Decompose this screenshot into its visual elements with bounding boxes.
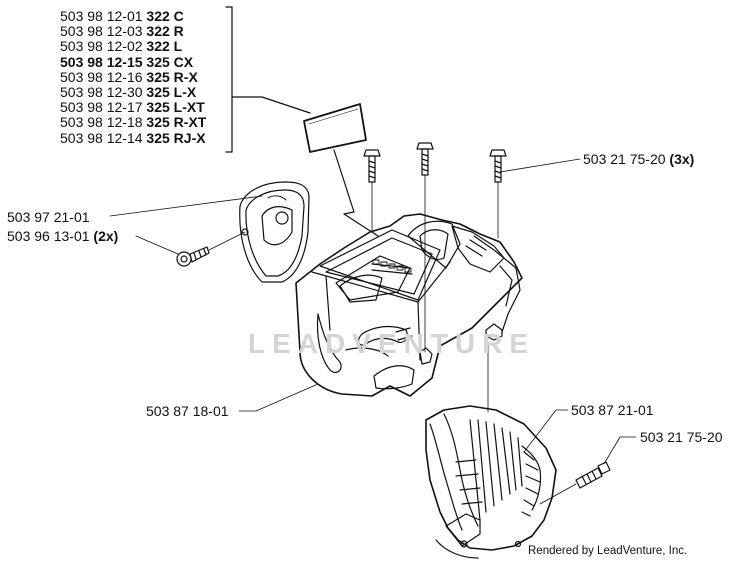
kit-model: 325 R-X [146, 68, 198, 85]
kit-part-number: 503 98 12-14 [60, 129, 143, 146]
callout-quantity: (2x) [93, 228, 119, 244]
cylinder-cover [425, 405, 557, 559]
callout-screw-side: 503 21 75-20 [640, 430, 723, 445]
decal-label [303, 103, 367, 153]
kit-part-number: 503 98 12-16 [60, 68, 143, 85]
kit-model: 325 R-XT [146, 114, 207, 131]
callout-part-number: 503 87 21-01 [571, 402, 654, 418]
callout-quantity: (3x) [669, 151, 695, 167]
kit-row: 503 98 12-16 325 R-X [60, 68, 206, 85]
callout-cover: 503 87 18-01 [146, 404, 229, 419]
kit-list: 503 98 12-01 322 C 503 98 12-03 322 R 50… [60, 8, 206, 146]
kit-row: 503 98 12-30 325 L-X [60, 84, 206, 101]
kit-model: 325 L-XT [146, 99, 205, 116]
cover-leader [238, 383, 319, 412]
callout-part-number: 503 87 18-01 [146, 403, 229, 419]
callout-part-number: 503 21 75-20 [640, 429, 723, 445]
kit-row: 503 98 12-02 322 L [60, 39, 206, 54]
top-screws [363, 142, 507, 413]
kit-model: 325 L-X [146, 84, 197, 101]
starter-guard [239, 181, 310, 283]
kit-part-number: 503 98 12-30 [60, 84, 143, 101]
top-cover [295, 213, 523, 397]
kit-part-number: 503 98 12-17 [60, 99, 143, 116]
kit-row: 503 98 12-18 325 R-XT [60, 115, 206, 130]
guard-screw [176, 231, 246, 267]
kit-model: 325 CX [146, 53, 194, 70]
kit-row: 503 98 12-17 325 L-XT [60, 100, 206, 115]
kit-row: 503 98 12-01 322 C [60, 8, 206, 24]
callout-cylinder-cover: 503 87 21-01 [571, 403, 654, 418]
kit-part-number: 503 98 12-15 [60, 53, 143, 70]
kit-row: 503 98 12-03 322 R [60, 24, 206, 39]
kit-model: 322 L [146, 38, 183, 55]
kit-part-number: 503 98 12-03 [60, 23, 143, 40]
kit-model: 325 RJ-X [146, 129, 206, 146]
kit-part-number: 503 98 12-01 [60, 8, 143, 24]
kit-model: 322 R [146, 23, 184, 40]
kit-row: 503 98 12-15 325 CX [60, 53, 206, 70]
callout-screw-top: 503 21 75-20 (3x) [583, 152, 694, 167]
kit-part-number: 503 98 12-18 [60, 114, 143, 131]
credit-text: Rendered by LeadVenture, Inc. [528, 545, 688, 557]
callout-part-number: 503 97 21-01 [7, 209, 90, 225]
watermark: LEADVENTURE [248, 328, 536, 359]
callout-part-number: 503 96 13-01 [7, 228, 90, 244]
callout-guard-screw: 503 96 13-01 (2x) [7, 229, 118, 244]
kit-part-number: 503 98 12-02 [60, 38, 143, 55]
callout-guard: 503 97 21-01 [7, 210, 90, 225]
callout-part-number: 503 21 75-20 [583, 151, 666, 167]
side-screw [539, 461, 611, 505]
decal-leader [333, 149, 379, 237]
kit-list-bracket [225, 6, 311, 153]
kit-model: 322 C [146, 8, 184, 24]
kit-row: 503 98 12-14 325 RJ-X [60, 129, 206, 146]
callout-leaders [109, 158, 637, 465]
